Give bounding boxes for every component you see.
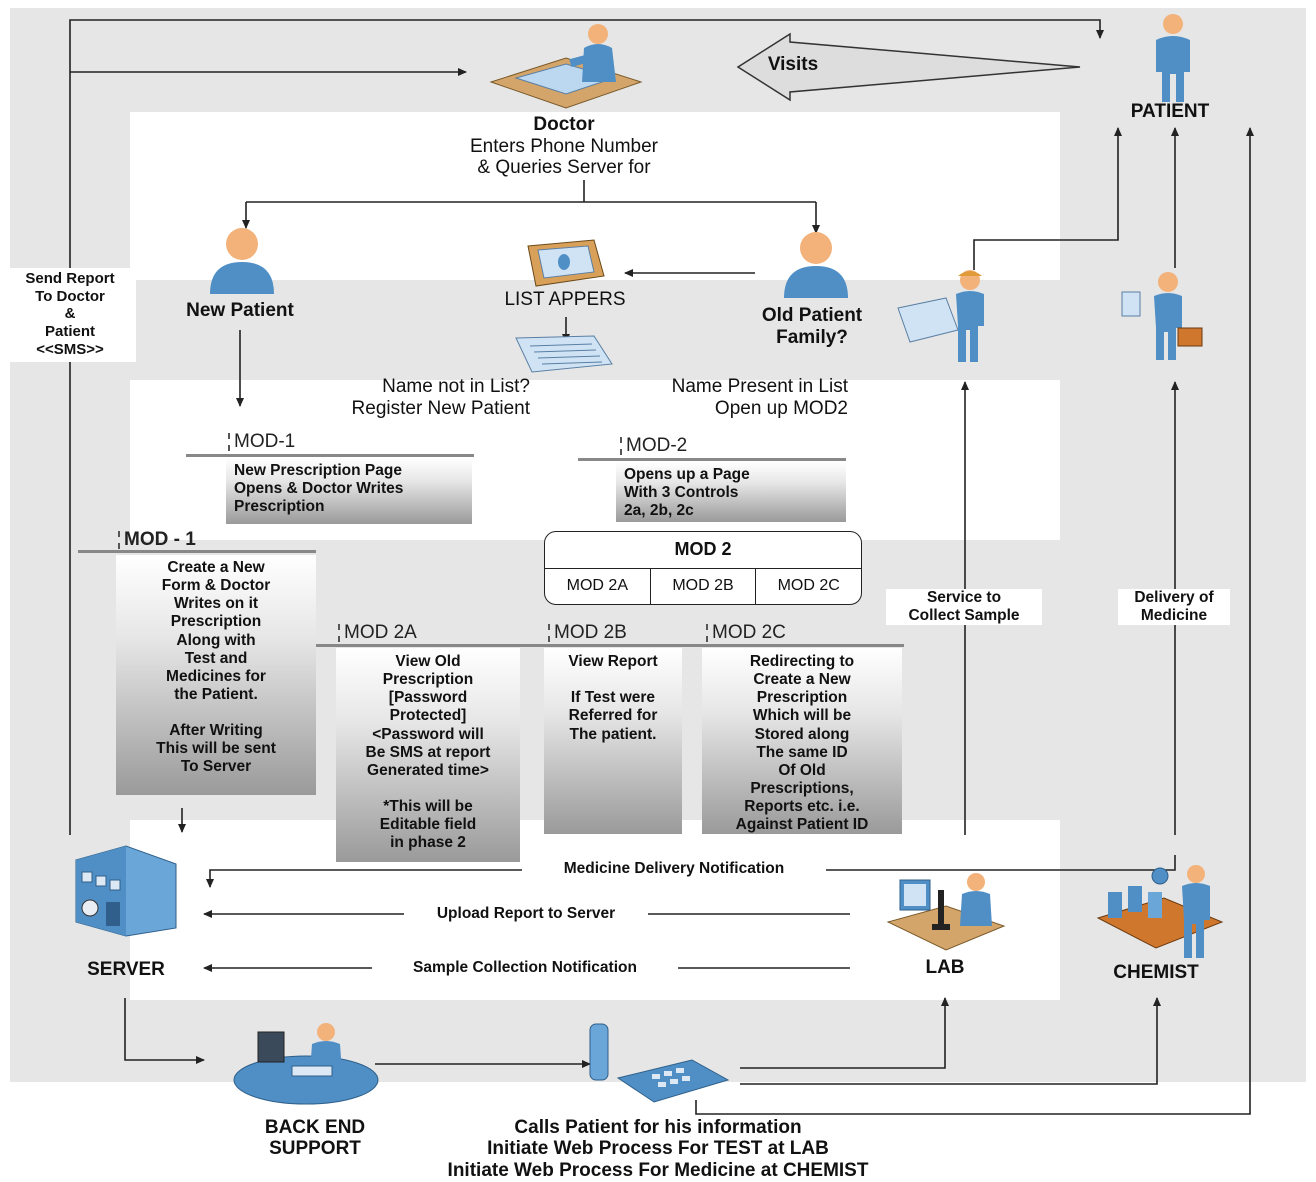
name-present-label: Name Present in List Open up MOD2 bbox=[671, 376, 848, 419]
mod1-large-rule bbox=[78, 550, 316, 553]
mod1-small-rule bbox=[186, 454, 474, 457]
mod2-tab-row: MOD 2A MOD 2B MOD 2C bbox=[545, 568, 861, 604]
server-label: SERVER bbox=[87, 959, 165, 980]
visits-arrow bbox=[736, 32, 1081, 102]
mod2c-box: Redirecting to Create a New Prescription… bbox=[702, 648, 902, 834]
delivery-person-icon bbox=[1121, 272, 1203, 360]
calls-patient-label: Calls Patient for his information Initia… bbox=[447, 1117, 869, 1181]
mod2b-box: View Report If Test were Referred for Th… bbox=[544, 648, 682, 834]
chemist-factory-icon bbox=[1096, 865, 1224, 958]
clipboard-list-icon bbox=[527, 239, 605, 287]
chemist-label: CHEMIST bbox=[1113, 962, 1199, 983]
patient-label: PATIENT bbox=[1130, 101, 1210, 122]
mod1-small-title: MOD-1 bbox=[227, 431, 296, 452]
list-appears-label: LIST APPERS bbox=[504, 289, 626, 310]
lab-microscope-icon bbox=[886, 873, 1006, 951]
mod1-large-title: MOD - 1 bbox=[118, 529, 196, 550]
name-not-in-list-label: Name not in List? Register New Patient bbox=[351, 376, 530, 419]
lab-label: LAB bbox=[925, 957, 965, 978]
sample-notification-label: Sample Collection Notification bbox=[372, 959, 678, 977]
mod2b-title: MOD 2B bbox=[548, 622, 627, 643]
back-end-label: BACK END SUPPORT bbox=[264, 1117, 366, 1160]
doctor-description: Enters Phone Number & Queries Server for bbox=[470, 136, 658, 179]
mod2a-box: View Old Prescription [Password Protecte… bbox=[336, 648, 520, 862]
document-icon bbox=[515, 335, 613, 373]
telephone-icon bbox=[589, 1023, 730, 1103]
patient-person-icon bbox=[1156, 14, 1190, 102]
back-end-operator-icon bbox=[233, 1023, 379, 1105]
mod2a-title: MOD 2A bbox=[338, 622, 417, 643]
visits-label: Visits bbox=[767, 54, 819, 75]
sample-collector-icon bbox=[897, 270, 984, 362]
mod2-small-title: MOD-2 bbox=[619, 435, 688, 456]
doctor-desk-icon bbox=[489, 24, 643, 109]
new-patient-label: New Patient bbox=[186, 300, 294, 321]
mod2-columns-rule bbox=[316, 644, 904, 647]
mod2-small-box: Opens up a Page With 3 Controls 2a, 2b, … bbox=[616, 462, 846, 522]
doctor-title: Doctor bbox=[533, 114, 595, 135]
tab-mod-2a[interactable]: MOD 2A bbox=[545, 569, 651, 604]
old-patient-person-icon bbox=[784, 232, 848, 298]
server-building-icon bbox=[75, 845, 177, 937]
tab-mod-2b[interactable]: MOD 2B bbox=[651, 569, 757, 604]
new-patient-person-icon bbox=[210, 228, 274, 294]
top-band bbox=[10, 8, 1306, 112]
old-patient-label: Old Patient Family? bbox=[761, 305, 863, 348]
mod2-panel: MOD 2 MOD 2A MOD 2B MOD 2C bbox=[544, 531, 862, 605]
mod1-large-box: Create a New Form & Doctor Writes on it … bbox=[116, 555, 316, 795]
server-to-patient-line bbox=[69, 19, 1104, 835]
tab-mod-2c[interactable]: MOD 2C bbox=[777, 577, 840, 594]
delivery-medicine-label: Delivery of Medicine bbox=[1118, 589, 1230, 625]
mod2-small-rule bbox=[578, 458, 846, 461]
mod1-small-box: New Prescription Page Opens & Doctor Wri… bbox=[226, 458, 472, 524]
mod2-panel-title: MOD 2 bbox=[674, 539, 732, 559]
send-report-label: Send Report To Doctor & Patient <<SMS>> bbox=[4, 268, 136, 363]
service-collect-label: Service to Collect Sample bbox=[886, 589, 1042, 625]
upload-report-label: Upload Report to Server bbox=[404, 905, 648, 923]
mod2c-title: MOD 2C bbox=[706, 622, 786, 643]
medicine-notification-label: Medicine Delivery Notification bbox=[522, 860, 826, 878]
